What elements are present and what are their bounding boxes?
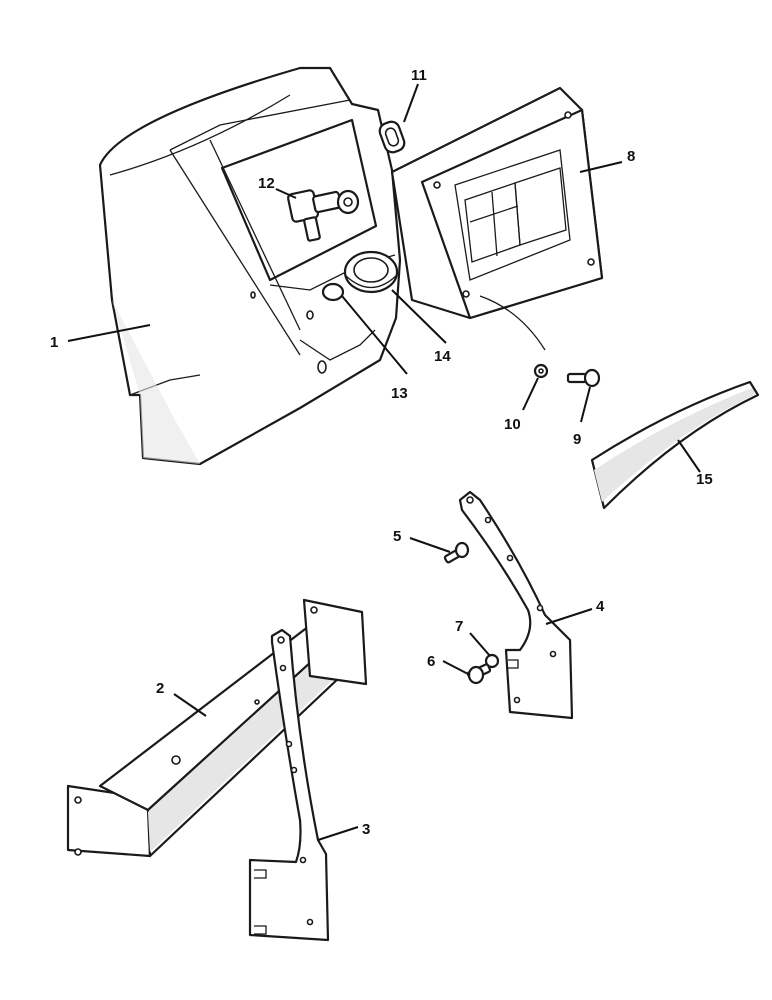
screw <box>443 541 470 564</box>
plug <box>321 282 345 302</box>
callout-8: 8 <box>627 148 635 165</box>
callout-4: 4 <box>596 598 605 615</box>
washer <box>484 653 500 669</box>
instrument-cluster <box>390 86 604 351</box>
callout-15: 15 <box>696 471 713 488</box>
callout-5: 5 <box>393 528 401 545</box>
screw <box>566 368 601 388</box>
callout-labels: 1 2 3 4 5 6 7 8 9 10 11 12 13 14 15 <box>50 67 713 838</box>
callout-14: 14 <box>434 348 451 365</box>
grommet <box>343 250 399 294</box>
elbow-fitting <box>287 189 360 242</box>
bolt <box>466 663 492 685</box>
support-bracket-right <box>458 490 574 720</box>
support-bracket-left <box>248 628 330 942</box>
small-grommet <box>378 120 406 154</box>
callout-13: 13 <box>391 385 408 402</box>
callout-1: 1 <box>50 334 58 351</box>
nut <box>533 363 549 379</box>
instrument-panel-housing <box>98 66 402 466</box>
callout-9: 9 <box>573 431 581 448</box>
trim-strip <box>590 380 760 510</box>
callout-6: 6 <box>427 653 435 670</box>
callout-2: 2 <box>156 680 164 697</box>
cross-member <box>66 598 368 858</box>
callout-11: 11 <box>411 67 427 84</box>
callout-3: 3 <box>362 821 370 838</box>
callout-10: 10 <box>504 416 521 433</box>
callout-12: 12 <box>258 175 275 192</box>
callout-7: 7 <box>455 618 463 635</box>
leader-lines <box>67 83 701 841</box>
